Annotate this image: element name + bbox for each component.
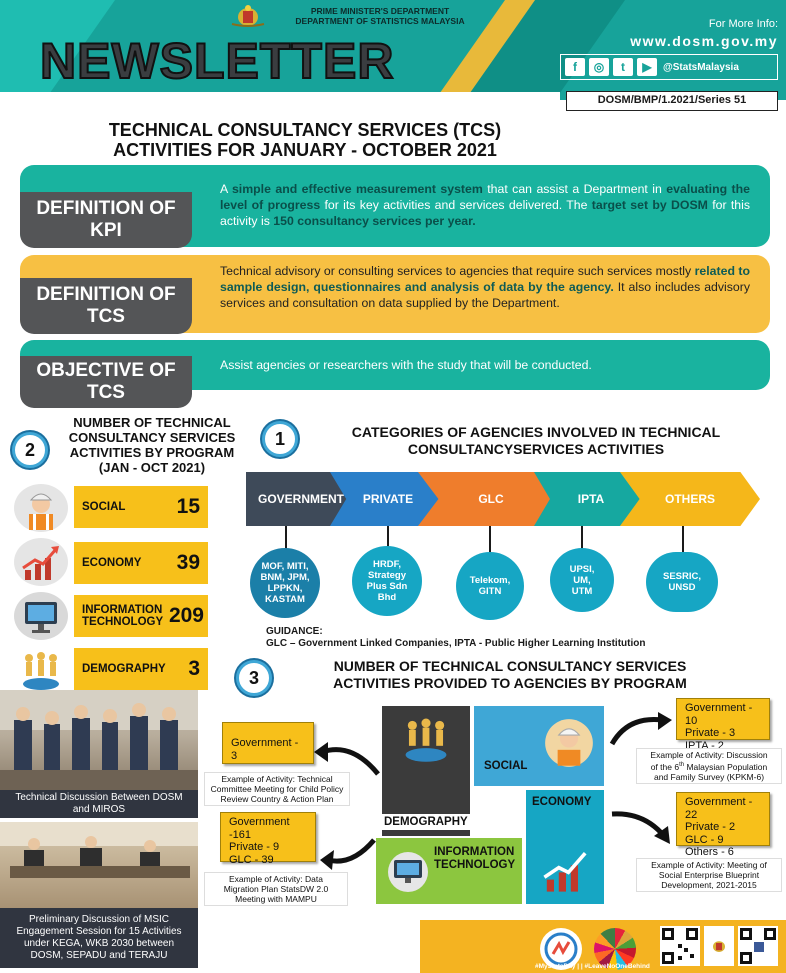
series-number: DOSM/BMP/1.2021/Series 51 [566,91,778,111]
social-media-bar: f ◎ t ▶ @StatsMalaysia [560,54,778,80]
demography-example: Example of Activity: Technical Committee… [204,772,350,806]
photo-2-caption: Preliminary Discussion of MSIC Engagemen… [0,908,198,968]
guidance-note: GUIDANCE: GLC – Government Linked Compan… [266,626,646,649]
tile-demography-label: DEMOGRAPHY [382,814,472,830]
arrow-icon [320,838,376,870]
crest-icon [704,926,734,966]
section-1-title: CATEGORIES OF AGENCIES INVOLVED IN TECHN… [351,424,721,457]
connector-line [387,526,389,550]
more-info-label: For More Info: [708,18,778,30]
connector-line [285,526,287,550]
it-example: Example of Activity: Data Migration Plan… [204,872,348,906]
monitor-icon [388,852,428,892]
social-results: Government - 10 Private - 3 IPTA - 2 [676,698,770,752]
arrow-icon [609,712,672,746]
social-example: Example of Activity: Discussion of the 6… [636,748,782,784]
worker-icon [545,719,593,767]
tile-social: SOCIAL [474,706,604,786]
growth-chart-icon [14,538,68,586]
connector-line [682,526,684,554]
qr-code-icon[interactable] [660,926,700,966]
worker-icon [14,484,68,532]
demography-results: Government - 3 [222,722,314,764]
program-economy: ECONOMY 39 [74,542,208,584]
program-demography: DEMOGRAPHY 3 [74,648,208,690]
arrow-icon [314,742,380,776]
facebook-icon[interactable]: f [565,58,585,76]
section-3-number: 3 [236,660,272,696]
it-results: Government -161 Private - 9 GLC - 39 [220,812,316,866]
footer-hashtags: #MyStatsDay | | #LeaveNoOneBehind [535,963,650,970]
meeting-photo-2 [0,822,198,908]
people-globe-icon [405,718,447,762]
section-3-title: NUMBER OF TECHNICAL CONSULTANCY SERVICES… [333,658,687,691]
section-1-number: 1 [262,421,298,457]
program-it-count: 209 [168,604,204,627]
program-social: SOCIAL 15 [74,486,208,528]
section-2-title: NUMBER OF TECHNICAL CONSULTANCY SERVICES… [68,415,236,475]
meeting-photo-1 [0,690,198,790]
agencies-ipta: UPSI,UM,UTM [550,548,614,612]
malaysia-crest-icon [228,4,268,28]
economy-results: Government - 22 Private - 2 GLC - 9 Othe… [676,792,770,858]
stats-day-logo-icon [540,928,582,970]
program-social-count: 15 [176,495,200,518]
qr-code-icon[interactable] [738,926,778,966]
connector-line [489,526,491,552]
category-others: OTHERS [620,472,760,526]
program-economy-count: 39 [176,551,200,574]
youtube-icon[interactable]: ▶ [637,58,657,76]
page-title: TECHNICAL CONSULTANCY SERVICES (TCS) ACT… [108,120,502,160]
program-demography-count: 3 [188,657,200,680]
agencies-government: MOF, MITI,BNM, JPM,LPPKN,KASTAM [250,548,320,618]
department-name: PRIME MINISTER'S DEPARTMENT DEPARTMENT O… [295,6,465,26]
website-link[interactable]: www.dosm.gov.my [630,33,778,49]
twitter-icon[interactable]: t [613,58,633,76]
connector-line [581,526,583,550]
newsletter-title: NEWSLETTER [39,32,395,90]
header-banner [0,0,786,100]
economy-example: Example of Activity: Meeting of Social E… [636,858,782,892]
social-handle[interactable]: @StatsMalaysia [663,61,739,73]
section-2-number: 2 [12,432,48,468]
monitor-icon [14,592,68,640]
instagram-icon[interactable]: ◎ [589,58,609,76]
growth-chart-icon [543,852,587,892]
tile-economy: ECONOMY [526,790,604,904]
agencies-others: SESRIC,UNSD [646,552,718,612]
sdg-wheel-icon [594,928,636,970]
people-globe-icon [14,646,68,694]
arrow-icon [611,811,670,844]
agencies-glc: Telekom,GITN [456,552,524,620]
